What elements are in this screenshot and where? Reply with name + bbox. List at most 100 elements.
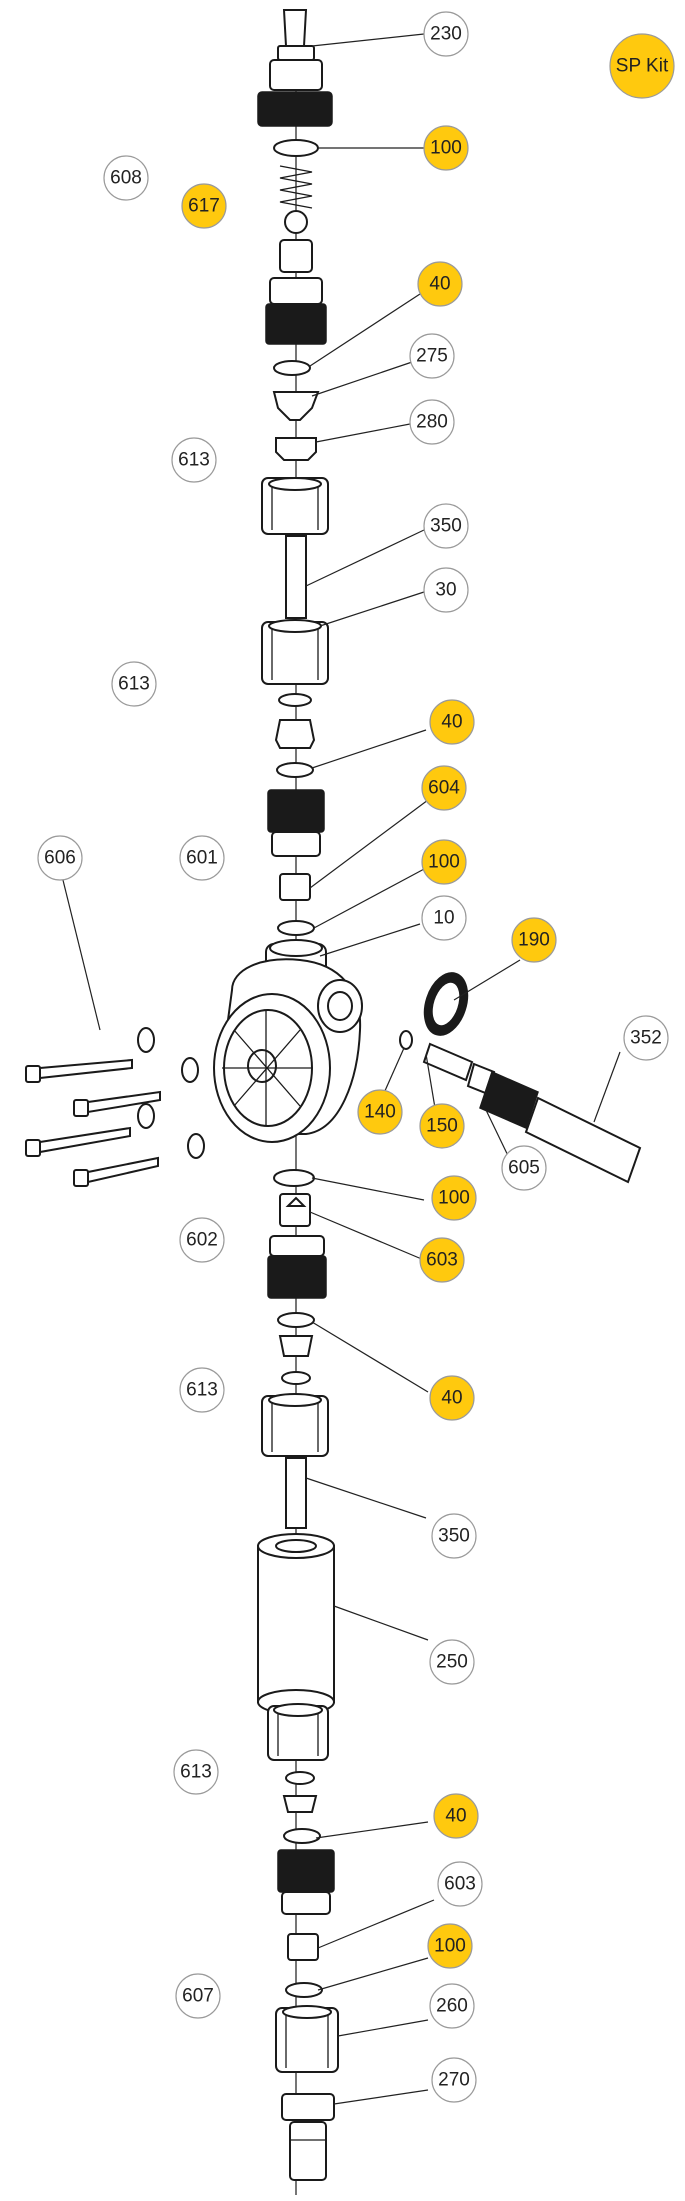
callout-350-b350a: 350 bbox=[423, 503, 469, 549]
callout-label: 230 bbox=[430, 24, 462, 45]
callout-617-b617: 617 bbox=[181, 183, 227, 229]
callout-circle bbox=[171, 437, 217, 483]
callout-circle bbox=[431, 1513, 477, 1559]
callout-label: 100 bbox=[438, 1188, 470, 1209]
callout-label: 352 bbox=[630, 1028, 662, 1049]
part-606-screws bbox=[25, 1027, 205, 1187]
callout-613-b613a: 613 bbox=[171, 437, 217, 483]
callout-label: 350 bbox=[430, 516, 462, 537]
callout-100-b100a: 100 bbox=[423, 125, 469, 171]
callout-260-b260: 260 bbox=[429, 1983, 475, 2029]
callout-circle bbox=[409, 333, 455, 379]
part-280-valve-seat bbox=[275, 437, 317, 461]
callout-circle bbox=[421, 895, 467, 941]
callout-100-b100b: 100 bbox=[421, 839, 467, 885]
callout-label: 605 bbox=[508, 1158, 540, 1179]
callout-circle bbox=[179, 1367, 225, 1413]
callout-circle bbox=[421, 765, 467, 811]
callout-circle bbox=[423, 503, 469, 549]
callout-circle bbox=[181, 183, 227, 229]
callout-40-b40d: 40 bbox=[433, 1793, 479, 1839]
callout-606-b606: 606 bbox=[37, 835, 83, 881]
callout-circle bbox=[511, 917, 557, 963]
callout-605-b605: 605 bbox=[501, 1145, 547, 1191]
callout-circle bbox=[175, 1973, 221, 2019]
callout-label: 606 bbox=[44, 848, 76, 869]
callout-circle bbox=[103, 155, 149, 201]
callout-100-b100c: 100 bbox=[431, 1175, 477, 1221]
part-613-nut-d bbox=[267, 1703, 329, 1761]
part-613-washer-c bbox=[281, 1371, 311, 1385]
part-613-valve-d bbox=[282, 1795, 318, 1813]
callout-608-b608: 608 bbox=[103, 155, 149, 201]
callout-40-b40a: 40 bbox=[417, 261, 463, 307]
callout-circle bbox=[429, 699, 475, 745]
part-350-tube-a bbox=[285, 535, 307, 619]
callout-label: 280 bbox=[416, 412, 448, 433]
callout-circle bbox=[501, 1145, 547, 1191]
callout-601-b601: 601 bbox=[179, 835, 225, 881]
callout-352-b352: 352 bbox=[623, 1015, 669, 1061]
part-40-oring-a bbox=[273, 360, 311, 376]
callout-label: 40 bbox=[445, 1806, 466, 1827]
callout-613-b613b: 613 bbox=[111, 661, 157, 707]
callout-circle bbox=[419, 1103, 465, 1149]
part-40-oring-b bbox=[276, 762, 314, 778]
part-601-valve-body bbox=[267, 789, 325, 857]
callout-label: 601 bbox=[186, 848, 218, 869]
callout-10-b10: 10 bbox=[421, 895, 467, 941]
callout-602-b602: 602 bbox=[179, 1217, 225, 1263]
callout-label: 100 bbox=[430, 138, 462, 159]
callout-circle bbox=[37, 835, 83, 881]
callout-circle bbox=[173, 1749, 219, 1795]
callout-label: 260 bbox=[436, 1996, 468, 2017]
callout-603-b603b: 603 bbox=[437, 1861, 483, 1907]
part-190-diaphragm bbox=[423, 972, 469, 1036]
part-352-tube bbox=[524, 1096, 642, 1184]
part-613-valve-b bbox=[274, 719, 316, 749]
callout-613-b613d: 613 bbox=[173, 1749, 219, 1795]
callout-circle bbox=[419, 1237, 465, 1283]
part-250-filter bbox=[257, 1533, 335, 1715]
part-604-cartridge bbox=[279, 873, 311, 901]
part-275-valve-guide bbox=[272, 391, 320, 421]
part-613-washer-d bbox=[285, 1771, 315, 1785]
callout-230-b230: 230 bbox=[423, 11, 469, 57]
part-100-oring-top bbox=[273, 139, 319, 157]
callout-613-b613c: 613 bbox=[179, 1367, 225, 1413]
callout-label: 613 bbox=[118, 674, 150, 695]
callout-label: 275 bbox=[416, 346, 448, 367]
callout-circle bbox=[417, 261, 463, 307]
callout-circle bbox=[423, 11, 469, 57]
callout-circle bbox=[429, 1639, 475, 1685]
callout-circle bbox=[623, 1015, 669, 1061]
callout-250-b250: 250 bbox=[429, 1639, 475, 1685]
callout-circle bbox=[431, 2057, 477, 2103]
part-607-valve-body bbox=[277, 1849, 335, 1915]
part-605-side-fitting bbox=[466, 1062, 539, 1130]
callout-label: 100 bbox=[428, 852, 460, 873]
callout-280-b280: 280 bbox=[409, 399, 455, 445]
part-40-oring-c bbox=[277, 1312, 315, 1328]
part-350-tube-b bbox=[285, 1457, 307, 1529]
part-140-oring-side bbox=[399, 1030, 413, 1050]
callout-circle bbox=[431, 1175, 477, 1221]
callout-label: 607 bbox=[182, 1986, 214, 2007]
part-100-oring-b bbox=[277, 920, 315, 936]
callout-label: 40 bbox=[441, 712, 462, 733]
callout-label: 150 bbox=[426, 1116, 458, 1137]
callout-label: 40 bbox=[429, 274, 450, 295]
part-603-cartridge-a bbox=[279, 1193, 311, 1227]
callout-140-b140: 140 bbox=[357, 1089, 403, 1135]
callout-label: 250 bbox=[436, 1652, 468, 1673]
callout-circle bbox=[111, 661, 157, 707]
part-30-nut bbox=[261, 619, 329, 685]
callout-label: 270 bbox=[438, 2070, 470, 2091]
callout-circle bbox=[179, 835, 225, 881]
callout-circle bbox=[427, 1923, 473, 1969]
callout-circle bbox=[357, 1089, 403, 1135]
part-260-nut bbox=[275, 2005, 339, 2073]
part-617-spring bbox=[279, 165, 313, 209]
callout-label: 40 bbox=[441, 1388, 462, 1409]
